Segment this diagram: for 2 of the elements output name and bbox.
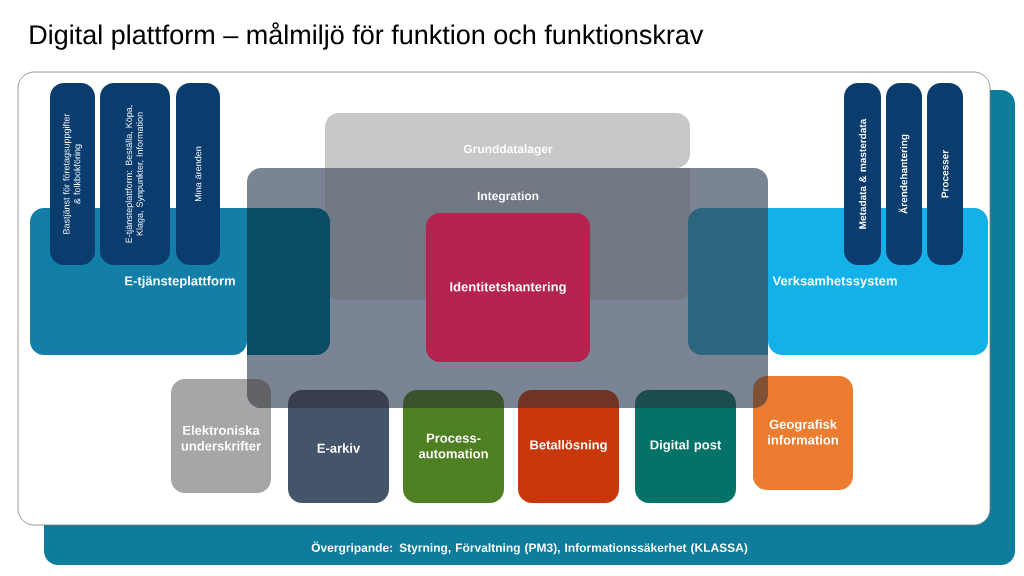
process-box: Identitetshantering — [426, 213, 590, 362]
title: Digital plattform – målmiljö för funktion och funktionskrav — [30, 22, 704, 50]
